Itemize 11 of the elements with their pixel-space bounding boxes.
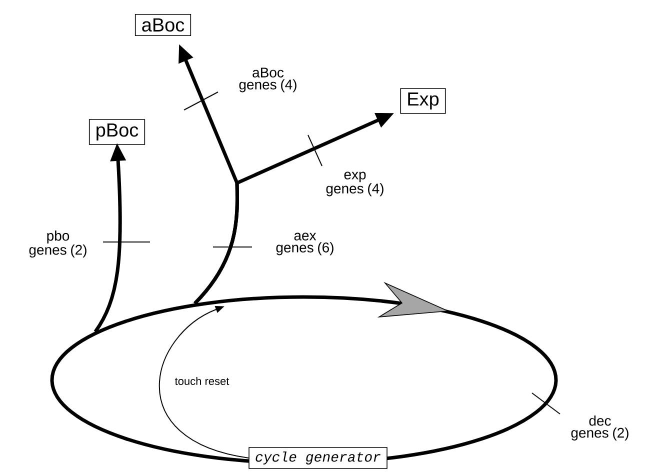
gene-label: aBoc genes (4) [239,68,296,92]
cell-box: Exp [400,88,446,114]
arrow [158,306,250,458]
gene-label: pbo genes (2) [29,230,86,258]
gene-label: exp genes (4) [326,172,384,196]
gene-label: aex genes (6) [276,232,334,256]
gene-label: dec genes (2) [571,415,628,440]
cell-box: pBoc [88,119,146,145]
cell-box: aBoc [134,14,192,36]
edge-label: touch reset [174,376,230,386]
generator-box: cycle generator [248,447,388,469]
